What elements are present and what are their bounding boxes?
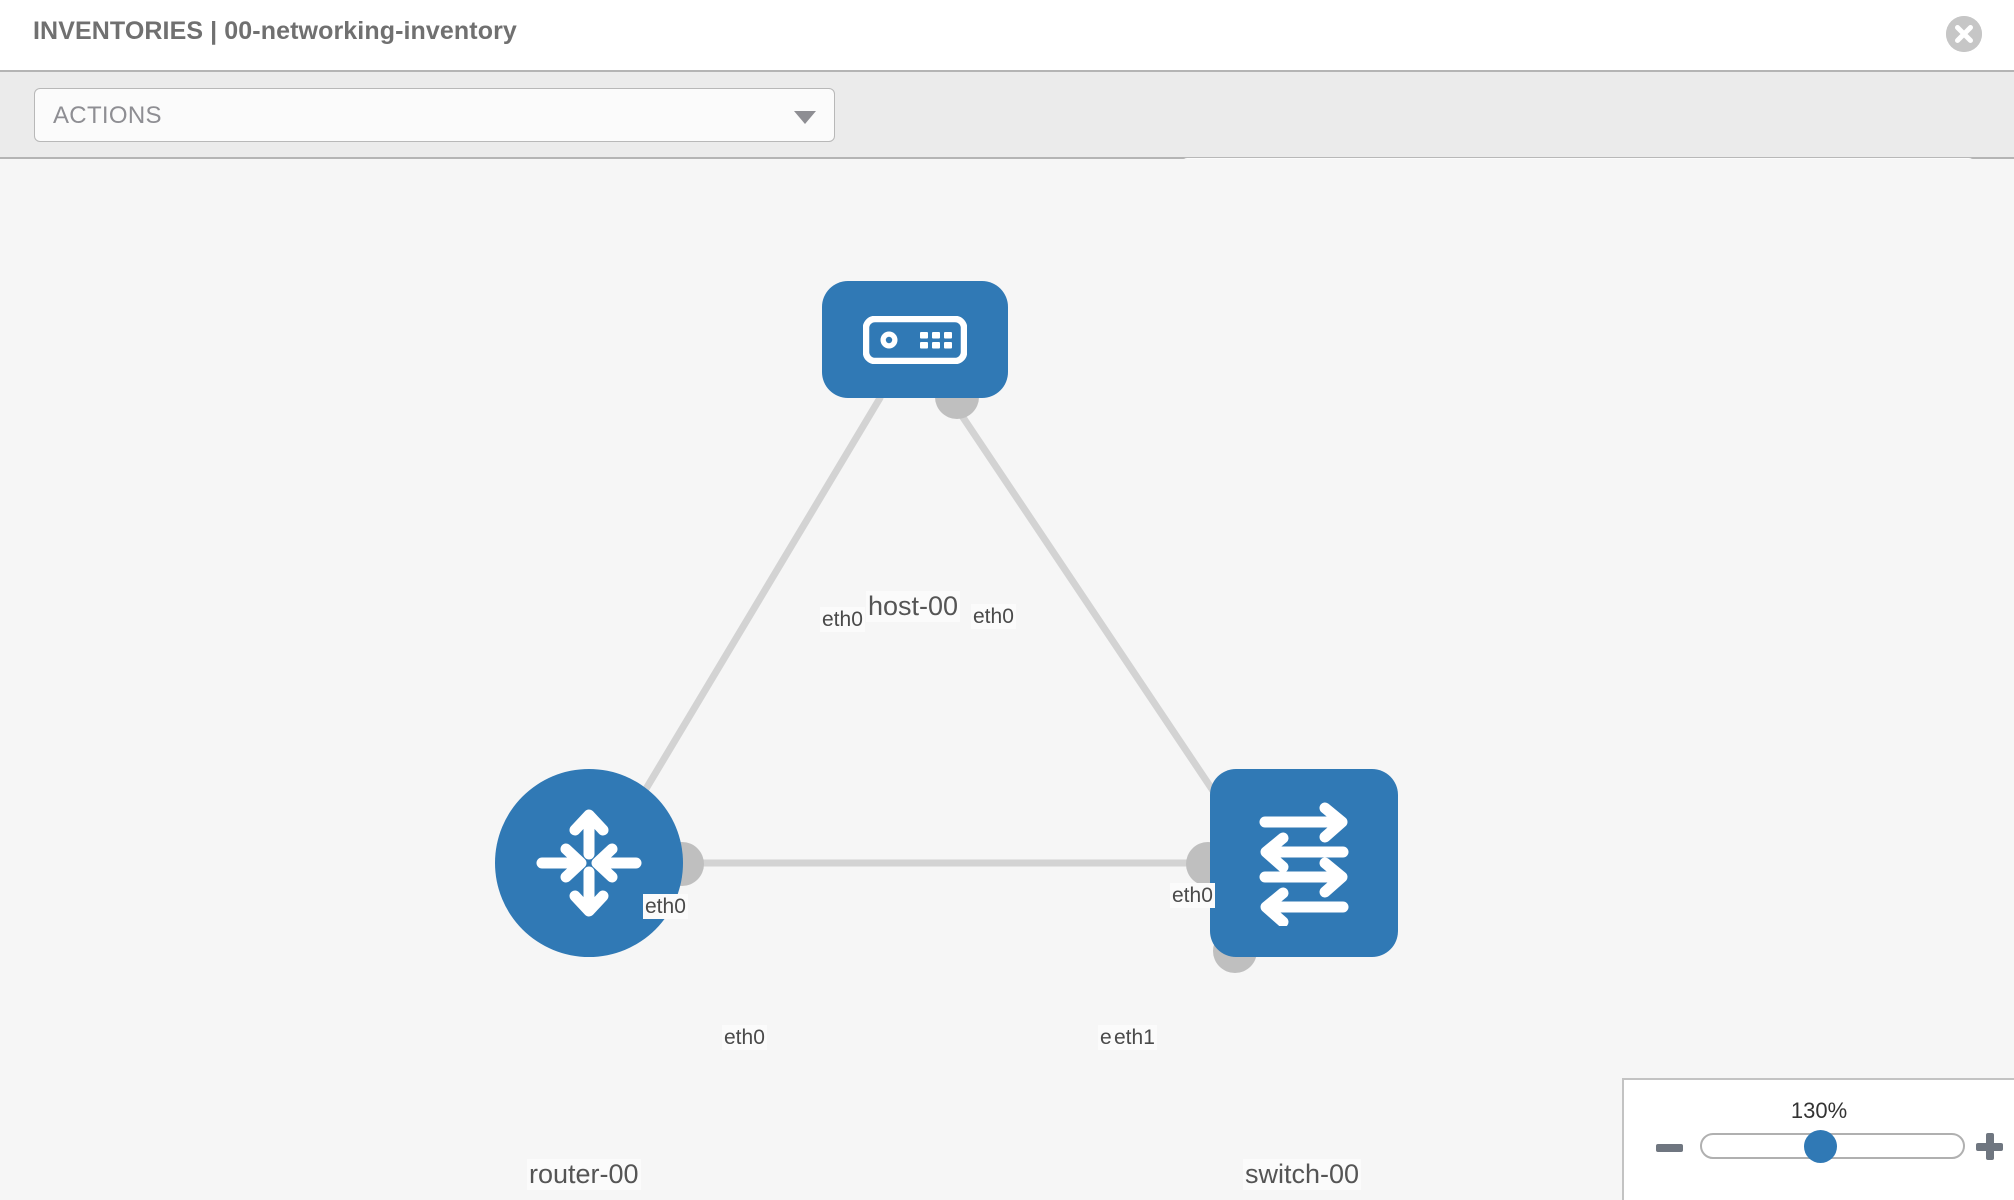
node-host-00[interactable] bbox=[822, 281, 1008, 398]
actions-dropdown-label: ACTIONS bbox=[53, 102, 162, 129]
node-label-router-00: router-00 bbox=[527, 1159, 641, 1191]
actions-dropdown[interactable]: ACTIONS bbox=[34, 88, 835, 142]
edge-label-router-eth0-up: eth0 bbox=[643, 894, 688, 920]
zoom-slider-thumb[interactable] bbox=[1804, 1130, 1837, 1163]
node-label-host-00: host-00 bbox=[866, 591, 961, 623]
node-router-00[interactable] bbox=[495, 769, 683, 957]
zoom-control-panel: 130% bbox=[1622, 1078, 2014, 1200]
node-switch-00-shape bbox=[1210, 769, 1398, 957]
zoom-out-button[interactable] bbox=[1656, 1144, 1683, 1152]
node-host-00-shape bbox=[822, 281, 1008, 398]
page-header: INVENTORIES | 00-networking-inventory bbox=[0, 0, 2014, 70]
topology-edges bbox=[606, 394, 1244, 867]
chevron-down-icon bbox=[794, 111, 816, 124]
page-title: INVENTORIES | 00-networking-inventory bbox=[33, 17, 517, 45]
close-icon[interactable] bbox=[1946, 16, 1982, 52]
edge-label-host-eth0-left: eth0 bbox=[820, 607, 865, 633]
node-switch-00[interactable] bbox=[1210, 769, 1398, 957]
edge-label-switch-eth0-up: eth0 bbox=[1170, 883, 1215, 909]
edge-label-router-eth0-mid: eth0 bbox=[722, 1025, 767, 1051]
topology-canvas[interactable]: host-00 router-00 switch-00 eth0 eth0 et… bbox=[0, 159, 2014, 1200]
node-label-switch-00: switch-00 bbox=[1243, 1159, 1362, 1191]
node-router-00-shape bbox=[495, 769, 683, 957]
edge-label-switch-eth1-mid: eth1 bbox=[1112, 1025, 1157, 1051]
edge-host00-switch00 bbox=[946, 394, 1244, 835]
toolbar: ACTIONS SEARCH bbox=[0, 70, 2014, 213]
edge-host00-router00 bbox=[606, 394, 884, 853]
edge-label-host-eth0-right: eth0 bbox=[971, 604, 1016, 630]
zoom-in-button[interactable] bbox=[1976, 1133, 2003, 1160]
zoom-level-value: 130% bbox=[1790, 1098, 1848, 1123]
